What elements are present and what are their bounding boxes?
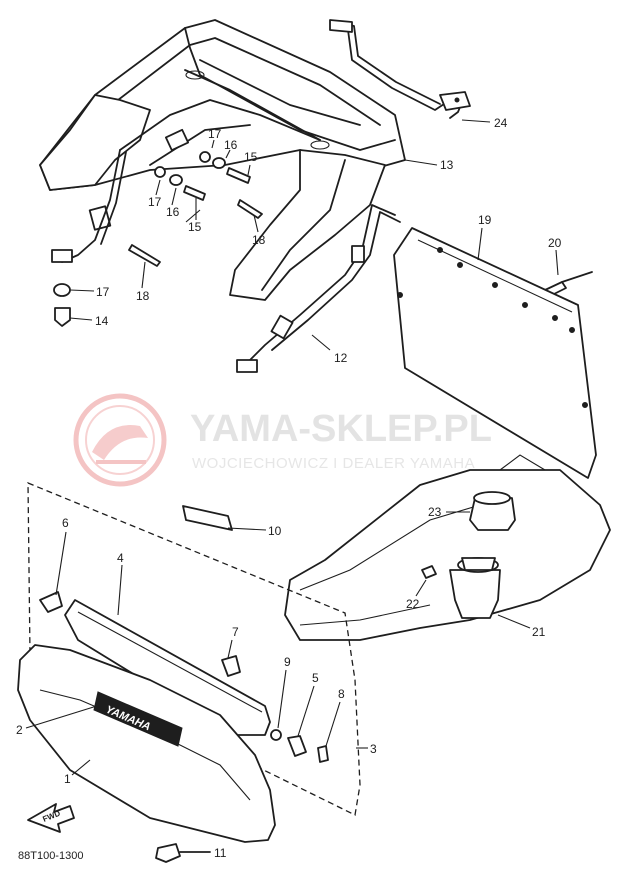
tank-cover-part <box>284 454 611 641</box>
callout-4: 4 <box>117 551 124 565</box>
callout-22: 22 <box>406 597 420 611</box>
callout-16: 16 <box>166 205 180 219</box>
callout-15: 15 <box>244 150 258 164</box>
callout-8: 8 <box>338 687 345 701</box>
callout-24: 24 <box>494 116 508 130</box>
callout-17: 17 <box>96 285 110 299</box>
callout-10: 10 <box>268 524 282 538</box>
watermark-subtitle: WOJCIECHOWICZ I DEALER YAMAHA <box>192 455 475 472</box>
watermark-logo-icon <box>73 393 167 487</box>
callout-7: 7 <box>232 625 239 639</box>
callout-13: 13 <box>440 158 454 172</box>
leader-lines <box>25 119 559 776</box>
callout-3: 3 <box>370 742 377 756</box>
fastener-hardware <box>53 151 593 327</box>
callout-21: 21 <box>532 625 546 639</box>
callout-1: 1 <box>64 772 71 786</box>
lower-assembly-group: YAMAHA <box>17 482 361 863</box>
callout-9: 9 <box>284 655 291 669</box>
callout-11: 11 <box>214 846 227 860</box>
strap-cord-part <box>51 149 401 373</box>
callout-6: 6 <box>62 516 69 530</box>
callout-12: 12 <box>334 351 348 365</box>
callout-5: 5 <box>312 671 319 685</box>
rear-panel-part <box>393 227 597 479</box>
callout-19: 19 <box>478 213 492 227</box>
watermark-title: YAMA-SKLEP.PL <box>190 408 492 450</box>
callout-15: 15 <box>188 220 202 234</box>
callout-2: 2 <box>16 723 23 737</box>
callout-20: 20 <box>548 236 562 250</box>
callout-labels: 24 13 17 16 15 17 16 15 18 17 14 18 19 2… <box>16 116 562 860</box>
callout-18: 18 <box>136 289 150 303</box>
rear-carrier-part <box>39 19 406 301</box>
callout-23: 23 <box>428 505 442 519</box>
watermark: YAMA-SKLEP.PL WOJCIECHOWICZ I DEALER YAM… <box>73 393 492 487</box>
callout-16: 16 <box>224 138 238 152</box>
callout-17: 17 <box>148 195 162 209</box>
stay-part <box>329 19 471 119</box>
diagram-code: 88T100-1300 <box>18 850 83 862</box>
forward-arrow-icon: FWD <box>27 803 75 833</box>
callout-17: 17 <box>208 127 222 141</box>
callout-14: 14 <box>95 314 109 328</box>
callout-18: 18 <box>252 233 266 247</box>
